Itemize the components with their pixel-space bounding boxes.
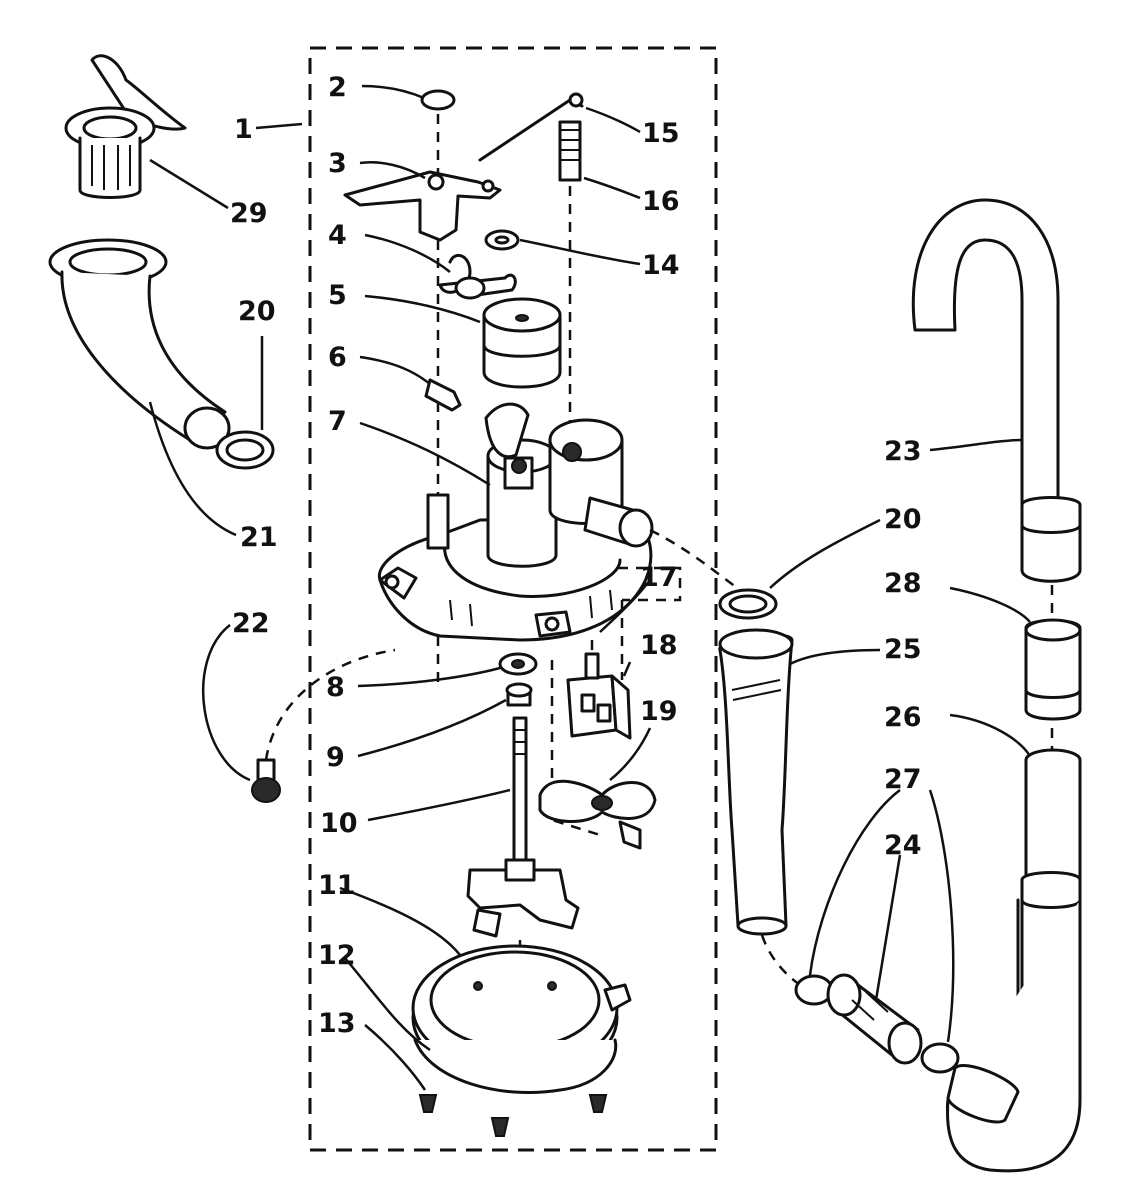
- part-20-clamp-right: [718, 518, 881, 620]
- part-6-pin: [359, 355, 462, 412]
- callout-12: 12: [318, 940, 356, 971]
- callout-21: 21: [240, 522, 278, 553]
- callout-20-left: 20: [238, 296, 276, 327]
- callout-4: 4: [328, 220, 347, 251]
- callout-24: 24: [884, 830, 922, 861]
- callout-29: 29: [230, 198, 268, 229]
- callout-8: 8: [326, 672, 345, 703]
- callout-3: 3: [328, 148, 347, 179]
- part-7-pump-housing: [359, 402, 654, 642]
- callout-23: 23: [884, 436, 922, 467]
- part-8-washer: [357, 652, 538, 688]
- callout-18: 18: [640, 630, 678, 661]
- part-10-shaft: [367, 716, 580, 960]
- callout-7: 7: [328, 406, 347, 437]
- part-24-coupling: [826, 854, 923, 1065]
- callout-20-right: 20: [884, 504, 922, 535]
- part-11-12-ring: [339, 886, 632, 1094]
- callout-1: 1: [234, 114, 253, 145]
- part-3-lever-bracket: [343, 161, 502, 242]
- part-5-pulley: [364, 294, 562, 389]
- callout-11: 11: [318, 870, 356, 901]
- part-23-j-hose: [911, 198, 1082, 583]
- callout-13: 13: [318, 1008, 356, 1039]
- callout-19: 19: [640, 696, 678, 727]
- callout-15: 15: [642, 118, 680, 149]
- callout-26: 26: [884, 702, 922, 733]
- part-29-strainer: [64, 54, 229, 210]
- callout-9: 9: [326, 742, 345, 773]
- part-26-hose: [945, 713, 1082, 1173]
- callout-17: 17: [640, 562, 678, 593]
- callout-14: 14: [642, 250, 680, 281]
- part-17-18-group: [550, 566, 682, 837]
- callout-10: 10: [320, 808, 358, 839]
- part-16-stud: [558, 120, 641, 440]
- part-28-connector: [949, 586, 1082, 721]
- part-13-screws: [364, 1024, 608, 1137]
- part-18-block: [566, 640, 632, 740]
- callout-2: 2: [328, 72, 347, 103]
- callout-5: 5: [328, 280, 347, 311]
- part-9-bushing: [357, 682, 533, 758]
- callout-22: 22: [232, 608, 270, 639]
- part-27-clamps: [794, 789, 960, 1074]
- part-21-elbow-hose: [48, 238, 237, 537]
- part-25-hose: [718, 628, 881, 936]
- part-22-screw: [201, 624, 396, 803]
- part-15-wire-spring: [478, 92, 641, 162]
- part-14-washer: [484, 229, 641, 266]
- callout-28: 28: [884, 568, 922, 599]
- part-19-impeller: [538, 727, 657, 850]
- part-4-clip: [364, 233, 517, 300]
- callout-27: 27: [884, 764, 922, 795]
- callout-6: 6: [328, 342, 347, 373]
- part-20-clamp-left: [215, 336, 275, 470]
- callout-25: 25: [884, 634, 922, 665]
- callout-16: 16: [642, 186, 680, 217]
